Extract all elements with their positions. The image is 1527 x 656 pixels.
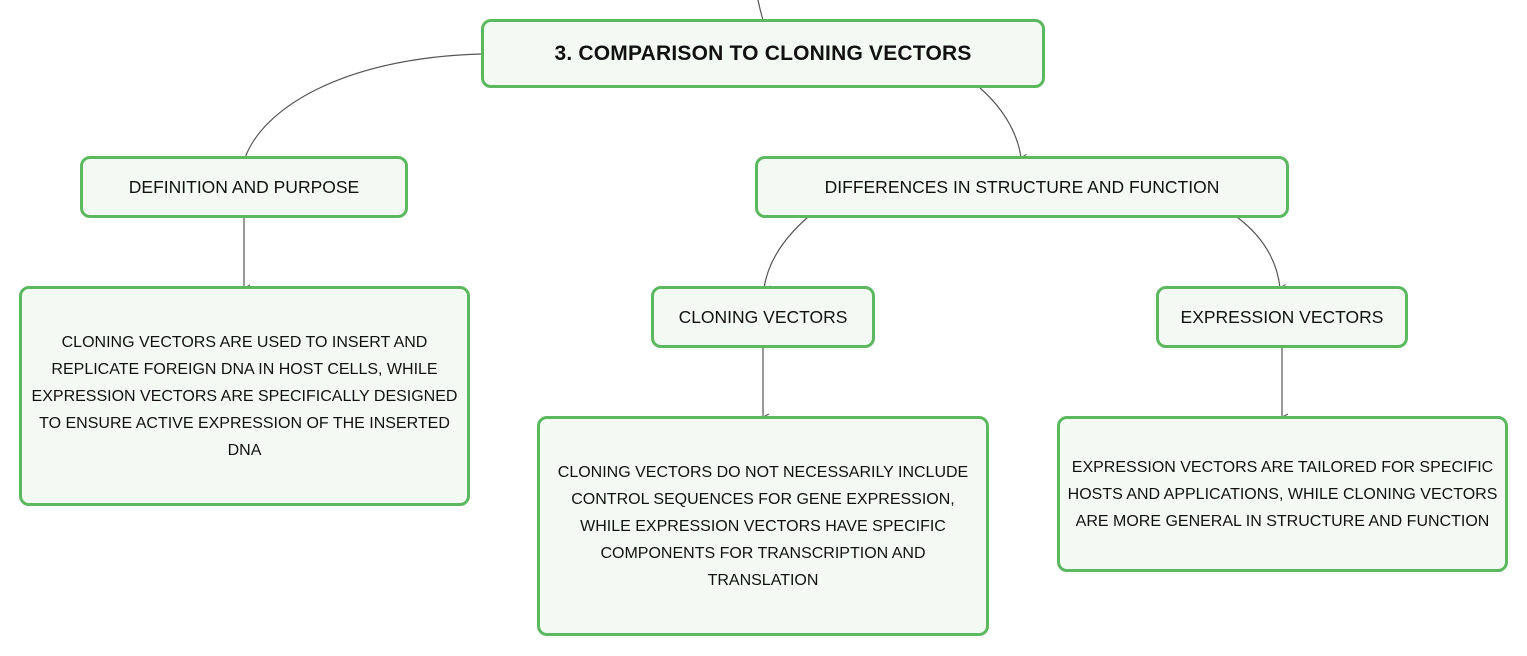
expression-vectors-detail-node[interactable]: EXPRESSION VECTORS ARE TAILORED FOR SPEC…	[1057, 416, 1508, 572]
expression-vectors-detail-text: EXPRESSION VECTORS ARE TAILORED FOR SPEC…	[1067, 458, 1498, 530]
differences-node-label: DIFFERENCES IN STRUCTURE AND FUNCTION	[824, 176, 1220, 197]
connector-parent-to-root	[757, 0, 764, 21]
expression-vectors-node[interactable]: EXPRESSION VECTORS	[1156, 286, 1408, 348]
cloning-vectors-detail-node[interactable]: CLONING VECTORS DO NOT NECESSARILY INCLU…	[537, 416, 989, 636]
definition-node-label: DEFINITION AND PURPOSE	[128, 176, 360, 197]
cloning-vectors-detail-text: CLONING VECTORS DO NOT NECESSARILY INCLU…	[557, 463, 969, 589]
connector-differences-to-cloning	[764, 216, 809, 288]
root-node[interactable]: 3. COMPARISON TO CLONING VECTORS	[481, 19, 1045, 88]
connector-root-to-definition	[245, 53, 482, 158]
expression-vectors-label: EXPRESSION VECTORS	[1180, 306, 1384, 327]
connector-differences-to-expression	[1236, 216, 1280, 288]
cloning-vectors-label: CLONING VECTORS	[678, 306, 848, 327]
differences-node[interactable]: DIFFERENCES IN STRUCTURE AND FUNCTION	[755, 156, 1289, 218]
definition-detail-text: CLONING VECTORS ARE USED TO INSERT AND R…	[31, 333, 458, 459]
definition-detail-node[interactable]: CLONING VECTORS ARE USED TO INSERT AND R…	[19, 286, 470, 506]
connector-root-to-differences	[979, 87, 1021, 158]
root-node-label: 3. COMPARISON TO CLONING VECTORS	[554, 41, 972, 65]
definition-and-purpose-node[interactable]: DEFINITION AND PURPOSE	[80, 156, 408, 218]
cloning-vectors-node[interactable]: CLONING VECTORS	[651, 286, 875, 348]
